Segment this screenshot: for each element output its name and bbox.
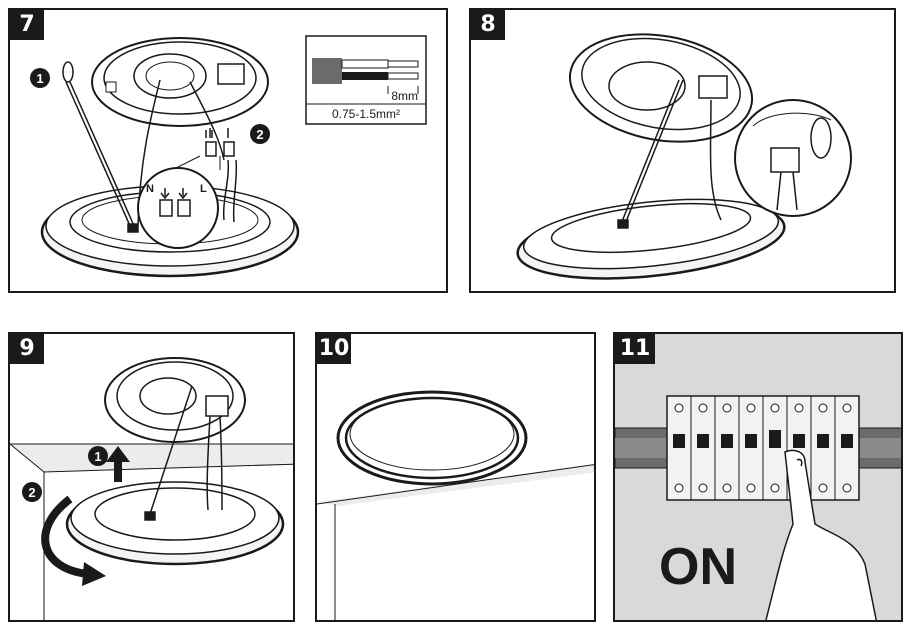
supply-wires bbox=[137, 79, 238, 226]
step-10-panel: 10 bbox=[315, 332, 596, 622]
installed-lamp bbox=[336, 390, 528, 486]
svg-text:2: 2 bbox=[256, 127, 263, 142]
marker-1: 1 bbox=[88, 446, 108, 466]
step-number-badge: 10 bbox=[317, 334, 351, 364]
step-8-panel: 8 bbox=[469, 8, 896, 293]
terminal-detail-magnifier bbox=[137, 155, 221, 249]
safety-cable bbox=[617, 79, 722, 229]
ceiling-plate bbox=[91, 37, 269, 127]
safety-cable bbox=[144, 385, 223, 521]
lamp-base-ring bbox=[516, 198, 786, 280]
strip-length-label: 8mm bbox=[391, 89, 418, 103]
marker-2: 2 bbox=[22, 482, 42, 502]
step-7-panel: 7 bbox=[8, 8, 448, 293]
ceiling-plate bbox=[104, 357, 246, 443]
circuit-breaker-bank[interactable] bbox=[666, 395, 860, 501]
terminal-l-label: L bbox=[200, 183, 207, 195]
step-10-illustration bbox=[317, 390, 594, 620]
svg-text:1: 1 bbox=[36, 71, 43, 86]
terminal-blocks bbox=[205, 128, 235, 157]
step-number-badge: 8 bbox=[471, 10, 505, 40]
svg-text:2: 2 bbox=[28, 485, 35, 500]
step-number-badge: 9 bbox=[10, 334, 44, 364]
step-9-panel: 9 1 bbox=[8, 332, 295, 622]
lift-up-arrow bbox=[106, 446, 130, 482]
safety-cable bbox=[62, 61, 139, 233]
lamp-base-ring bbox=[65, 481, 285, 566]
svg-text:1: 1 bbox=[94, 449, 101, 464]
rotate-arrow bbox=[41, 495, 106, 586]
connection-detail-magnifier bbox=[734, 99, 852, 217]
ceiling-surface bbox=[10, 443, 293, 473]
marker-1: 1 bbox=[30, 68, 50, 88]
step-11-illustration: ON bbox=[615, 395, 901, 620]
step-number-badge: 7 bbox=[10, 10, 44, 40]
ceiling-plate bbox=[568, 33, 754, 143]
wire-strip-inset bbox=[305, 35, 427, 125]
step-number-badge: 11 bbox=[615, 334, 655, 364]
wire-gauge-label: 0.75-1.5mm² bbox=[332, 107, 400, 121]
hand-pressing-switch bbox=[765, 449, 877, 620]
step-9-illustration: 1 2 bbox=[10, 357, 293, 620]
terminal-n-label: N bbox=[146, 183, 154, 195]
step-8-illustration bbox=[516, 33, 852, 280]
on-label: ON bbox=[659, 538, 737, 596]
step-7-illustration: N L 1 2 8mm 0.75-1.5mm² bbox=[30, 35, 427, 278]
marker-2: 2 bbox=[250, 124, 270, 144]
step-11-panel: 11 bbox=[613, 332, 903, 622]
